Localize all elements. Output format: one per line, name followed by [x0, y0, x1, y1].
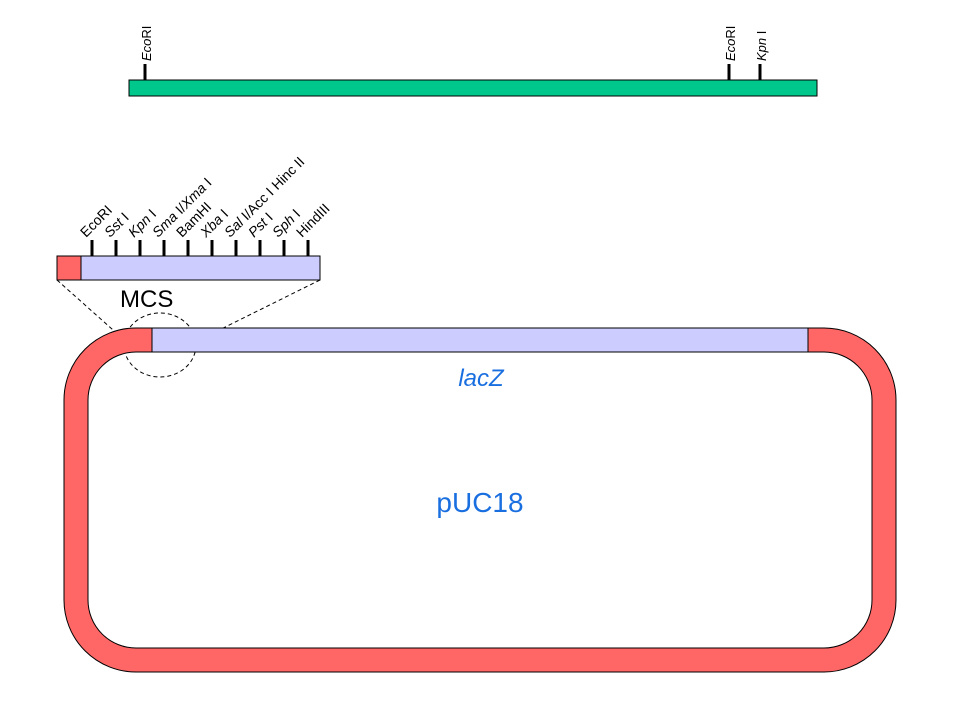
insert-fragment: EcoRI EcoRI Kpn I: [128, 26, 818, 97]
insert-site-ecori-right-label: EcoRI: [723, 26, 738, 61]
insert-fragment-bar: [128, 79, 818, 97]
zoom-line-left: [56, 279, 132, 347]
insert-site-kpni-label: Kpn I: [754, 31, 769, 61]
insert-site-ecori-left-label: EcoRI: [139, 26, 154, 61]
mcs-bar: [56, 255, 321, 281]
insert-site-ecori-right: EcoRI: [723, 26, 738, 80]
insert-site-ecori-left: EcoRI: [139, 26, 154, 80]
zoom-line-right: [194, 279, 321, 343]
mcs-label: MCS: [120, 286, 173, 313]
mcs-bar-end-segment: [56, 255, 82, 281]
mcs-ticks: [90, 240, 310, 256]
mcs-region: EcoRI Sst I Kpn I Sma I/Xma I BamHI Xba …: [56, 153, 333, 313]
lacz-label: lacZ: [458, 365, 505, 392]
plasmid-ring: [63, 327, 897, 673]
plasmid: lacZ pUC18: [63, 327, 897, 673]
insert-site-kpni: Kpn I: [754, 31, 769, 80]
plasmid-name-label: pUC18: [436, 487, 523, 518]
lacz-gene-segment: [151, 327, 809, 353]
